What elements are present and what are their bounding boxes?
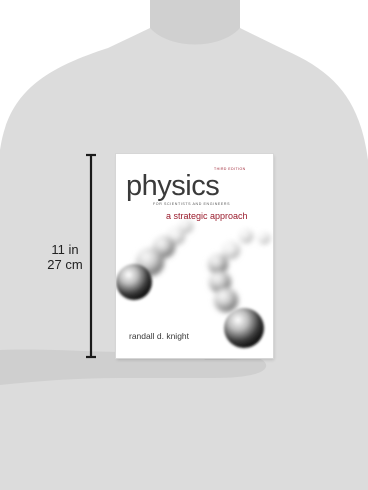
- book-title: physics: [126, 170, 220, 202]
- hand-shape: [0, 349, 267, 385]
- height-ruler: [86, 153, 96, 359]
- book-edition: THIRD EDITION: [214, 167, 246, 171]
- book-subtitle: FOR SCIENTISTS AND ENGINEERS: [153, 202, 231, 206]
- right-sphere-chain: [208, 229, 270, 312]
- book-author: randall d. knight: [129, 331, 190, 341]
- book-tagline: a strategic approach: [166, 211, 248, 221]
- left-front-sphere: [116, 264, 152, 300]
- height-inches-label: 11 in: [51, 242, 79, 257]
- neck-shape: [150, 0, 240, 45]
- cover-spheres-illustration: [116, 219, 270, 348]
- book-cover: THIRD EDITION physics FOR SCIENTISTS AND…: [116, 154, 273, 358]
- height-cm-label: 27 cm: [47, 257, 83, 272]
- left-sphere-chain: [136, 219, 193, 276]
- right-front-sphere: [224, 308, 264, 348]
